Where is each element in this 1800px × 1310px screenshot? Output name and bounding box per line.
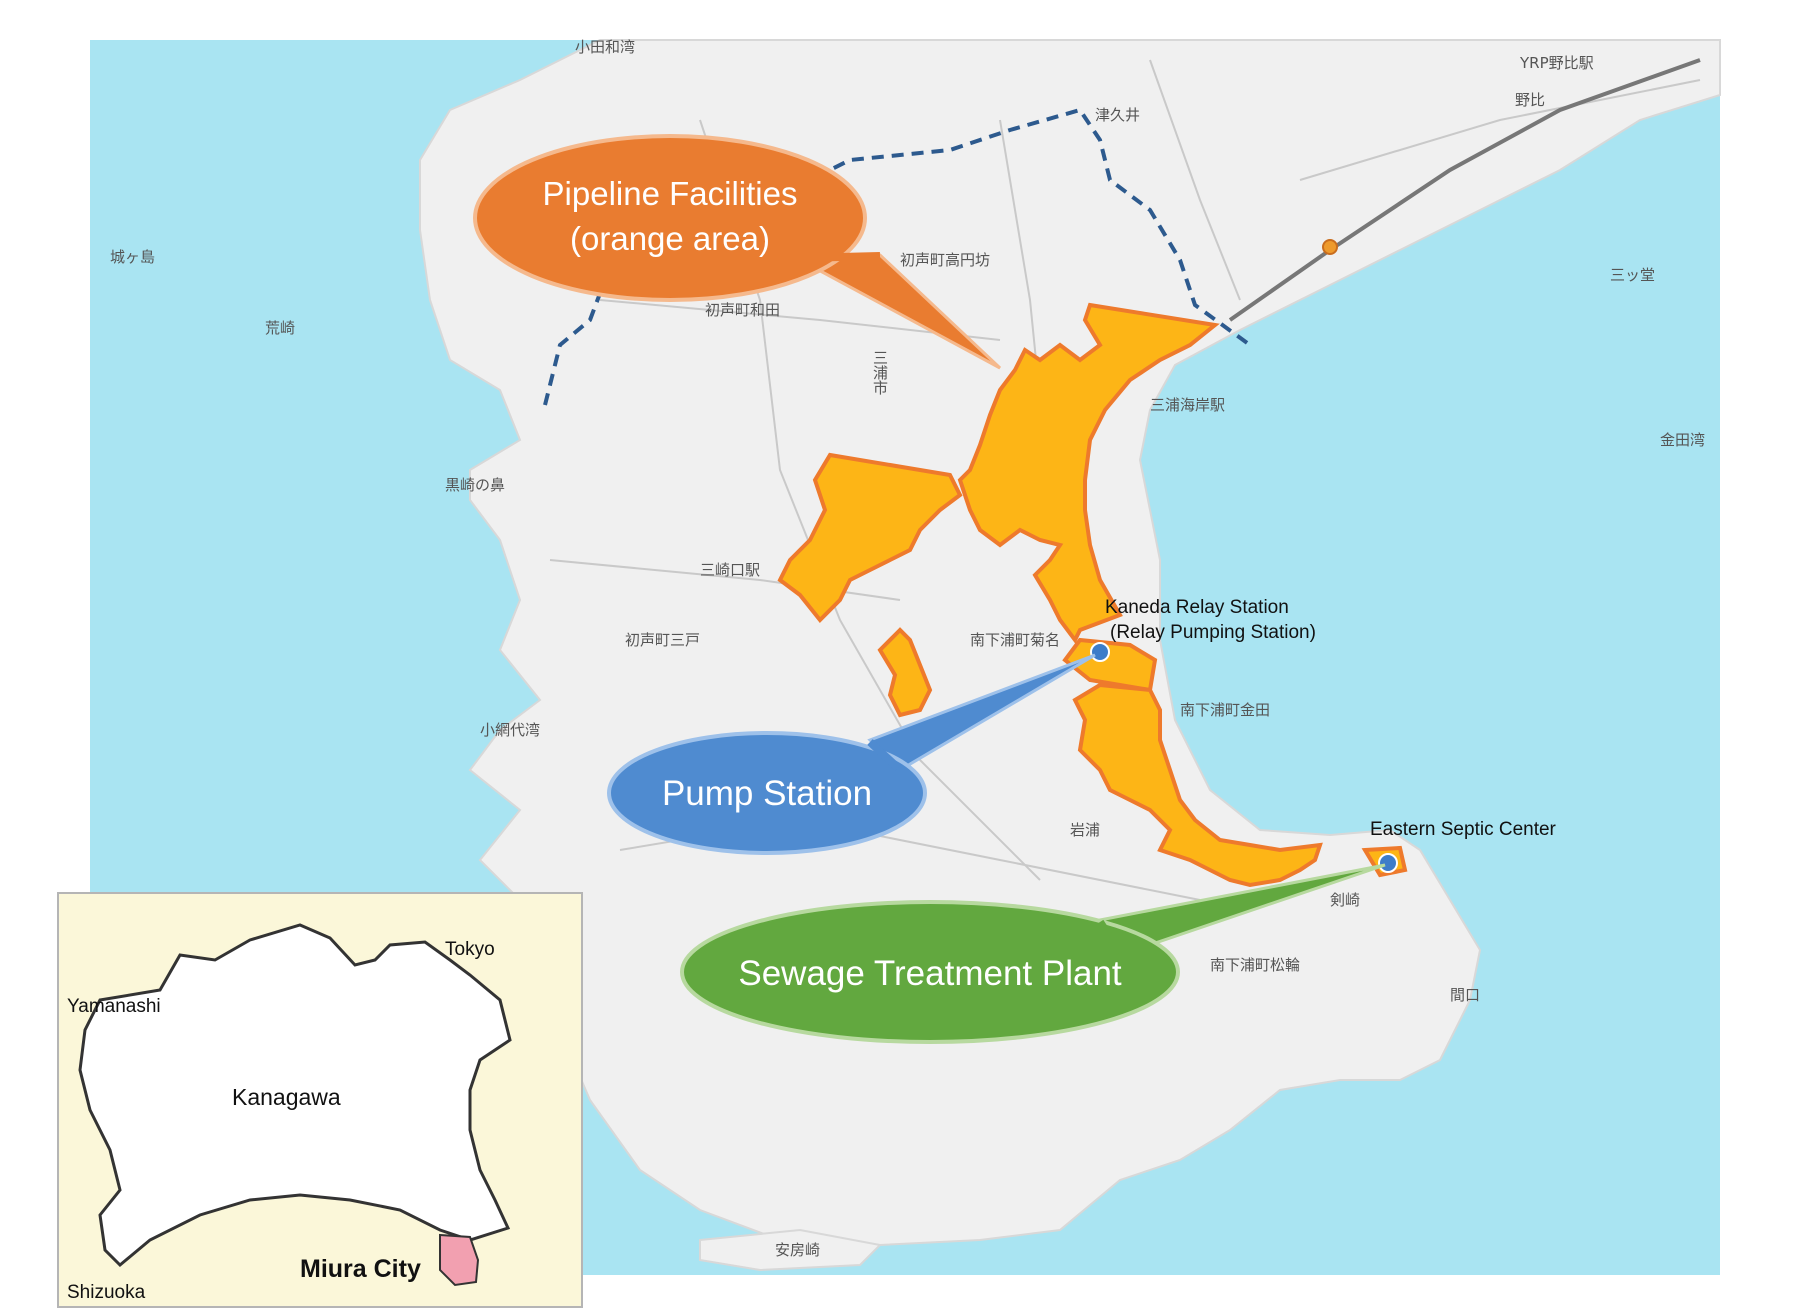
place-label: 小田和湾 xyxy=(575,38,635,56)
island xyxy=(699,1228,883,1272)
railway xyxy=(1228,58,1701,322)
place-label: 金田湾 xyxy=(1660,431,1705,449)
place-label: 三浦市 xyxy=(871,350,889,395)
sewage-callout-text: Sewage Treatment Plant xyxy=(738,954,1122,993)
place-label: 安房崎 xyxy=(775,1241,820,1259)
place-label: 南下浦町松輪 xyxy=(1210,956,1300,974)
inset-label-yamanashi: Yamanashi xyxy=(67,996,161,1017)
place-label: 初声町和田 xyxy=(705,301,780,319)
place-label: 南下浦町菊名 xyxy=(970,631,1060,649)
place-labels: 小田和湾 荒崎 三浦市 初声町高円坊 初声町和田 三崎口駅 初声町三戸 南下浦町… xyxy=(110,38,1705,1259)
place-label: 黒崎の鼻 xyxy=(445,476,505,494)
place-label: 津久井 xyxy=(1095,106,1140,124)
inset-label-miura-city: Miura City xyxy=(300,1255,421,1283)
inset-label-kanagawa: Kanagawa xyxy=(232,1084,341,1110)
inset-label-tokyo: Tokyo xyxy=(445,939,495,960)
eastern-center-label: Eastern Septic Center xyxy=(1370,819,1557,840)
place-label: 荒崎 xyxy=(265,319,295,337)
place-label: 小網代湾 xyxy=(480,721,540,739)
kaneda-station-dot xyxy=(1090,642,1110,662)
miura-city-highlight xyxy=(439,1233,480,1287)
place-label: 三ッ堂 xyxy=(1610,266,1655,284)
place-label: 南下浦町金田 xyxy=(1180,701,1270,719)
pipeline-callout-subtitle: (orange area) xyxy=(570,220,770,257)
pipeline-callout-title: Pipeline Facilities xyxy=(543,175,798,212)
sewage-callout: Sewage Treatment Plant xyxy=(680,863,1386,1044)
place-label: 野比 xyxy=(1515,91,1545,109)
kaneda-station-sublabel: (Relay Pumping Station) xyxy=(1110,622,1316,643)
orange-point xyxy=(1322,239,1338,255)
eastern-center-dot xyxy=(1378,853,1398,873)
pump-callout: Pump Station xyxy=(607,653,1096,855)
place-label: 初声町三戸 xyxy=(625,631,700,649)
place-label: 剣崎 xyxy=(1330,891,1360,909)
place-label: 間口 xyxy=(1450,986,1480,1004)
pipeline-area xyxy=(777,302,1408,888)
kanagawa-outline xyxy=(78,923,512,1268)
inset-map: Tokyo Yamanashi Kanagawa Shizuoka Miura … xyxy=(57,892,583,1308)
place-label: 三浦海岸駅 xyxy=(1150,396,1225,414)
pipeline-callout: Pipeline Facilities (orange area) xyxy=(473,134,1002,370)
pump-callout-text: Pump Station xyxy=(662,774,872,813)
place-label: YRP野比駅 xyxy=(1519,54,1594,72)
place-label: 三崎口駅 xyxy=(700,561,760,579)
inset-label-shizuoka: Shizuoka xyxy=(67,1282,146,1303)
place-label: 初声町高円坊 xyxy=(900,251,990,269)
place-label: 城ヶ島 xyxy=(110,248,155,266)
kaneda-station-label: Kaneda Relay Station xyxy=(1105,597,1289,618)
place-label: 岩浦 xyxy=(1070,821,1100,839)
